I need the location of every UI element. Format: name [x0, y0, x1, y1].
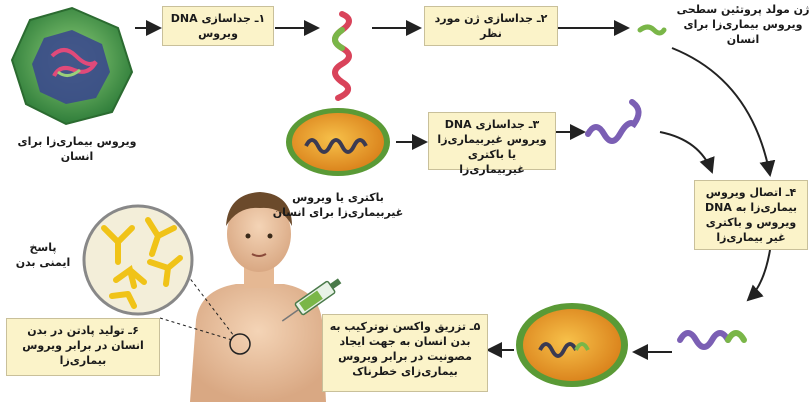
step-5-box: ۵ـ تزریق واکسن نوترکیب به بدن انسان به ج…: [322, 314, 488, 392]
gene-label: ژن مولد پروتئین سطحی ویروس بیماری‌زا برا…: [676, 3, 810, 46]
injection-site-marker: [229, 333, 251, 355]
recombinant-bacteria-icon: [516, 303, 628, 387]
step-4-box: ۴ـ اتصال ویروس بیماری‌زا به DNA ویروس و …: [694, 180, 808, 250]
step-1-box: ۱ـ جداسازی DNA ویروس: [162, 6, 274, 46]
arrow-gene-to-step4: [671, 47, 776, 177]
bacteria-icon: [286, 108, 390, 176]
virus-label: ویروس بیماری‌زا برای انسان: [17, 135, 137, 163]
virus-icon: [10, 6, 134, 126]
syringe-icon: [281, 278, 342, 322]
gene-fragment-icon: [677, 330, 747, 350]
gene-fragment-icon: [637, 24, 667, 36]
arrow-step4-to-recombinant: [746, 249, 771, 302]
arrow-dna-to-step4: [659, 131, 715, 174]
antibody-icon: [82, 204, 194, 316]
immune-response-label: پاسخ ایمنی بدن: [15, 241, 71, 269]
dna-strand-icon: [332, 11, 352, 101]
step-2-box: ۲ـ جداسازی ژن مورد نظر: [424, 6, 558, 46]
step-3-box: ۳ـ جداسازی DNA ویروس غیربیماری‌زا یا باک…: [428, 112, 556, 176]
bacteria-label: باکتری یا ویروس غیربیماری‌زا برای انسان: [272, 191, 404, 219]
dna-strand-icon: [585, 99, 642, 144]
step-6-box: ۶ـ تولید پادتن در بدن انسان در برابر ویر…: [6, 318, 160, 376]
